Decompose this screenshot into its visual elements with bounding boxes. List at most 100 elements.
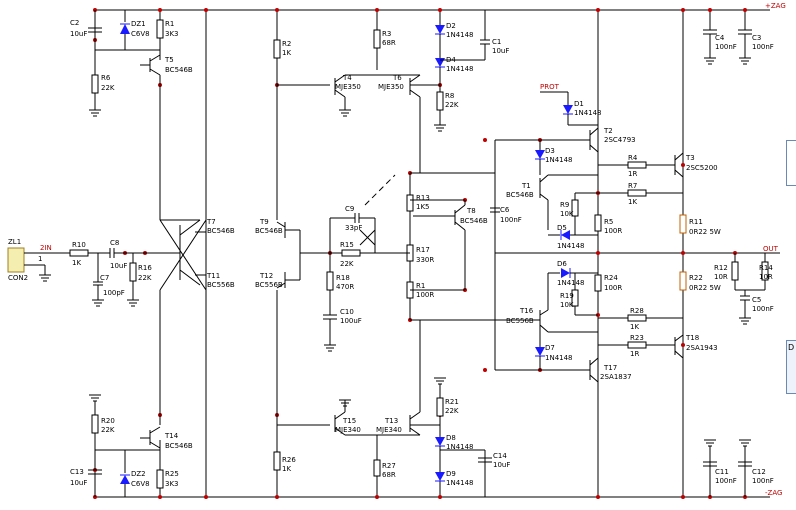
zobel-network[interactable] [731,253,769,325]
svg-text:22K: 22K [138,274,152,282]
vas-lower[interactable] [273,320,440,477]
svg-text:22K: 22K [101,84,115,92]
svg-text:BC546B: BC546B [255,227,283,235]
resistor-r19[interactable] [571,273,598,316]
svg-text:R11: R11 [689,218,703,226]
resistor-r11[interactable] [679,214,687,234]
resistor-r1[interactable] [156,19,164,60]
svg-text:10uF: 10uF [70,479,87,487]
diode-d6[interactable] [548,268,598,278]
resistor-r5[interactable] [594,214,602,232]
input-diff-pair[interactable] [159,219,207,291]
decoupling-bottom[interactable] [703,439,752,497]
svg-text:T5: T5 [164,56,174,64]
transistor-t18[interactable] [674,334,684,359]
lower-diodes[interactable] [433,377,492,482]
connector-ref: ZL1 [8,238,21,246]
transistor-t4-t6[interactable] [277,74,440,173]
svg-text:T18: T18 [685,334,699,342]
svg-text:BC546B: BC546B [165,442,193,450]
transistor-t17[interactable] [495,357,599,383]
svg-text:C6V8: C6V8 [131,30,150,38]
svg-text:T11: T11 [206,272,220,280]
resistor-r3[interactable] [373,29,381,70]
svg-text:1N4148: 1N4148 [446,443,474,451]
resistor-r7[interactable] [598,189,683,197]
svg-text:DZ1: DZ1 [131,20,146,28]
svg-text:C7: C7 [100,274,109,282]
svg-text:MJE350: MJE350 [335,83,361,91]
svg-text:T7: T7 [206,218,216,226]
svg-text:R2: R2 [282,40,291,48]
diode-d3[interactable] [535,140,545,175]
svg-text:D5: D5 [557,224,567,232]
resistor-r2[interactable] [273,39,281,59]
svg-text:T2: T2 [603,127,613,135]
resistor-r24[interactable] [594,274,602,292]
svg-text:330R: 330R [416,256,434,264]
svg-text:R17: R17 [416,246,430,254]
side-panel-top[interactable] [786,140,796,186]
zener-dz1[interactable] [95,10,160,51]
svg-text:3K3: 3K3 [165,30,179,38]
mirror-pair[interactable] [276,40,330,440]
svg-text:1N4148: 1N4148 [557,242,585,250]
svg-text:R27: R27 [382,462,396,470]
resistor-r16[interactable] [126,253,140,307]
transistor-t5[interactable] [140,54,161,220]
svg-text:D1: D1 [574,100,584,108]
prot-diode-d1[interactable] [540,91,598,126]
decoupling-top[interactable] [703,29,752,65]
transistor-t16[interactable] [539,273,598,333]
side-panel-label: D [788,343,795,352]
resistor-r18[interactable] [326,253,334,315]
svg-text:R20: R20 [101,417,115,425]
input-connector[interactable] [7,247,60,282]
vbe-multiplier[interactable] [406,140,540,370]
resistor-r23[interactable] [598,341,675,349]
svg-text:R23: R23 [630,334,644,342]
capacitor-c9[interactable] [329,174,396,253]
svg-text:R8: R8 [445,92,454,100]
svg-text:10uF: 10uF [110,262,127,270]
transistor-t3[interactable] [674,152,684,178]
svg-text:R6: R6 [101,74,111,82]
svg-text:R13: R13 [416,194,430,202]
capacitor-c2[interactable] [88,10,102,75]
side-panel-bottom[interactable]: D [786,340,796,394]
svg-text:10uF: 10uF [70,30,87,38]
svg-text:R22: R22 [689,274,703,282]
svg-text:D6: D6 [557,260,567,268]
connector-type: CON2 [8,274,28,282]
svg-text:0R22 5W: 0R22 5W [689,284,721,292]
resistor-r8[interactable] [433,91,447,132]
svg-text:C6V8: C6V8 [131,480,150,488]
capacitor-c10[interactable] [323,314,337,352]
transistor-t1[interactable] [539,174,598,230]
svg-text:100nF: 100nF [752,305,774,313]
diode-d5[interactable] [548,230,598,240]
svg-text:T3: T3 [685,154,695,162]
capacitor-c8[interactable] [109,248,180,258]
transistor-t2[interactable] [495,127,599,153]
svg-text:C9: C9 [345,205,354,213]
capacitor-c1[interactable] [440,39,490,61]
diode-d7[interactable] [535,330,545,370]
resistor-r9[interactable] [571,192,598,235]
resistor-r4[interactable] [598,161,675,169]
svg-text:1R: 1R [630,350,639,358]
svg-text:MJE340: MJE340 [376,426,402,434]
resistor-r28[interactable] [598,314,683,322]
resistor-r22[interactable] [679,271,687,291]
capacitor-c6[interactable] [490,207,500,213]
diodes-d2-d4[interactable] [435,25,445,92]
resistor-r10[interactable] [60,249,110,257]
capacitor-c7[interactable] [91,253,105,307]
svg-text:1K: 1K [628,198,637,206]
lower-bias[interactable] [88,290,164,497]
svg-text:100R: 100R [604,227,622,235]
resistor-r15[interactable] [330,249,410,257]
resistor-r6[interactable] [88,74,102,117]
output-label: OUT [763,245,779,253]
